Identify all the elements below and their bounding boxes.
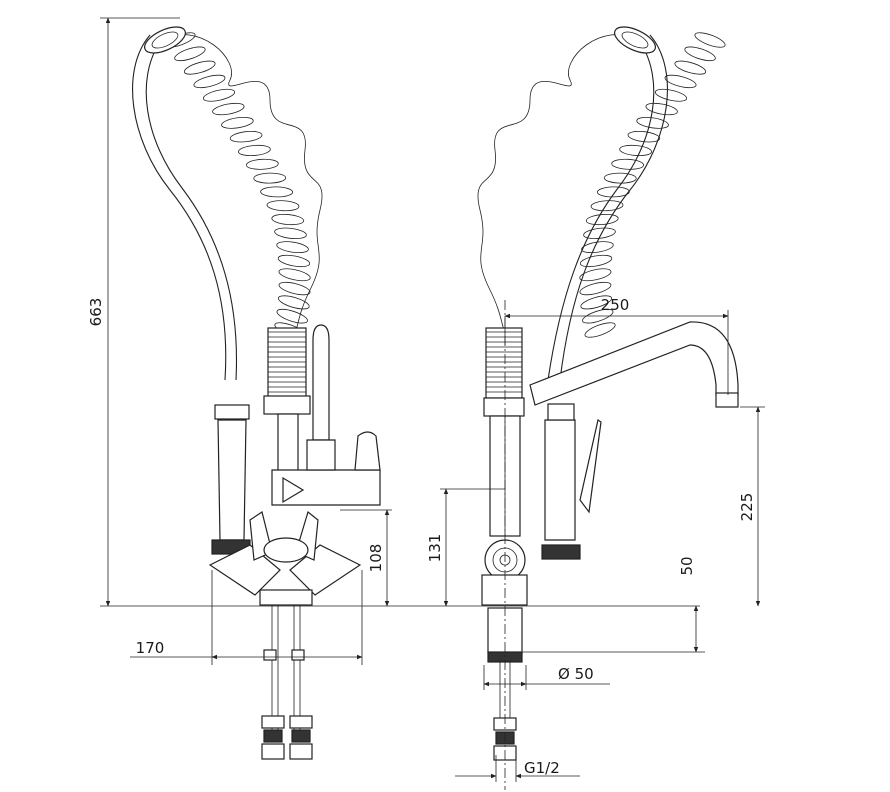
spring-ring bbox=[276, 241, 309, 254]
spring-ring bbox=[260, 186, 294, 198]
spring-ring bbox=[183, 60, 216, 75]
spring-ring bbox=[674, 60, 707, 75]
spring-rings-front bbox=[164, 32, 311, 338]
spring-ring bbox=[619, 144, 652, 157]
dim-mixer-height: 108 bbox=[367, 544, 385, 573]
dimension-lines bbox=[100, 17, 765, 790]
hose-front bbox=[132, 34, 238, 381]
spring-ring bbox=[253, 172, 287, 184]
spray-trigger-side bbox=[579, 419, 602, 514]
supply-pipes-front bbox=[261, 605, 313, 760]
spring-ring bbox=[238, 144, 271, 157]
spring-ring bbox=[276, 308, 308, 324]
spring-ring bbox=[664, 74, 697, 89]
hose-top-ring-front bbox=[144, 26, 186, 54]
spring-ring bbox=[596, 186, 630, 198]
dim-deck-thickness: 50 bbox=[678, 556, 696, 575]
base-plate-front bbox=[259, 589, 313, 606]
spring-ring bbox=[579, 254, 613, 268]
spring-ring bbox=[579, 281, 612, 296]
spring-ring bbox=[694, 32, 726, 48]
spring-coil-side bbox=[477, 34, 641, 341]
dim-body-diameter: Ø 50 bbox=[558, 665, 594, 683]
hose-top-ring-side bbox=[614, 26, 656, 54]
spring-ring bbox=[278, 268, 311, 282]
spring-ring bbox=[579, 268, 612, 282]
spring-ring bbox=[174, 46, 206, 62]
spout-arm-front bbox=[312, 324, 330, 441]
spring-ring bbox=[636, 116, 669, 129]
spring-ring bbox=[277, 254, 311, 268]
spring-ring bbox=[277, 295, 310, 310]
spring-ring bbox=[274, 227, 307, 240]
dim-spread-width: 170 bbox=[136, 639, 165, 657]
spring-ring bbox=[278, 281, 311, 296]
spring-ring bbox=[193, 74, 226, 89]
hose-side bbox=[547, 34, 668, 381]
spring-ring bbox=[221, 116, 254, 129]
spring-ring bbox=[266, 200, 300, 212]
spring-ring bbox=[245, 158, 279, 170]
spring-rings-side bbox=[579, 32, 726, 338]
sleeve-ribs-front bbox=[268, 331, 306, 393]
dim-spout-reach: 250 bbox=[601, 296, 630, 314]
swivel-spout-side bbox=[529, 321, 739, 406]
spring-ring bbox=[684, 46, 716, 62]
valve-knob-left bbox=[208, 544, 281, 596]
spring-ring bbox=[590, 200, 624, 212]
dim-total-height: 663 bbox=[87, 298, 105, 327]
side-view bbox=[477, 26, 739, 761]
spring-ring bbox=[582, 308, 614, 324]
dim-spray-height: 131 bbox=[426, 534, 444, 563]
ribbed-sleeve-side bbox=[485, 327, 523, 399]
spring-coil-front bbox=[159, 34, 323, 341]
spring-ring bbox=[271, 213, 305, 226]
spring-ring bbox=[580, 295, 613, 310]
spring-ring bbox=[584, 322, 616, 338]
spring-ring bbox=[627, 130, 661, 143]
spring-ring bbox=[585, 213, 619, 226]
dimension-labels: 663 108 170 131 250 225 50 Ø 50 G1/2 bbox=[87, 296, 756, 777]
spring-ring bbox=[583, 227, 616, 240]
valve-body-front bbox=[271, 469, 381, 506]
spray-head-front bbox=[217, 419, 247, 541]
front-view bbox=[132, 26, 381, 760]
dim-spout-height: 225 bbox=[738, 493, 756, 522]
spring-ring bbox=[611, 158, 645, 170]
spray-head-side bbox=[544, 419, 576, 541]
column-front bbox=[277, 413, 299, 475]
spring-ring bbox=[645, 102, 678, 116]
ribbed-sleeve-front bbox=[267, 327, 307, 399]
spring-ring bbox=[229, 130, 263, 143]
spring-ring bbox=[654, 88, 688, 102]
spring-ring bbox=[603, 172, 637, 184]
sleeve-ribs-side bbox=[486, 331, 522, 393]
spring-ring bbox=[202, 88, 236, 102]
dim-thread-size: G1/2 bbox=[524, 759, 560, 777]
lever-handle-front bbox=[354, 431, 381, 471]
spring-ring bbox=[212, 102, 245, 116]
